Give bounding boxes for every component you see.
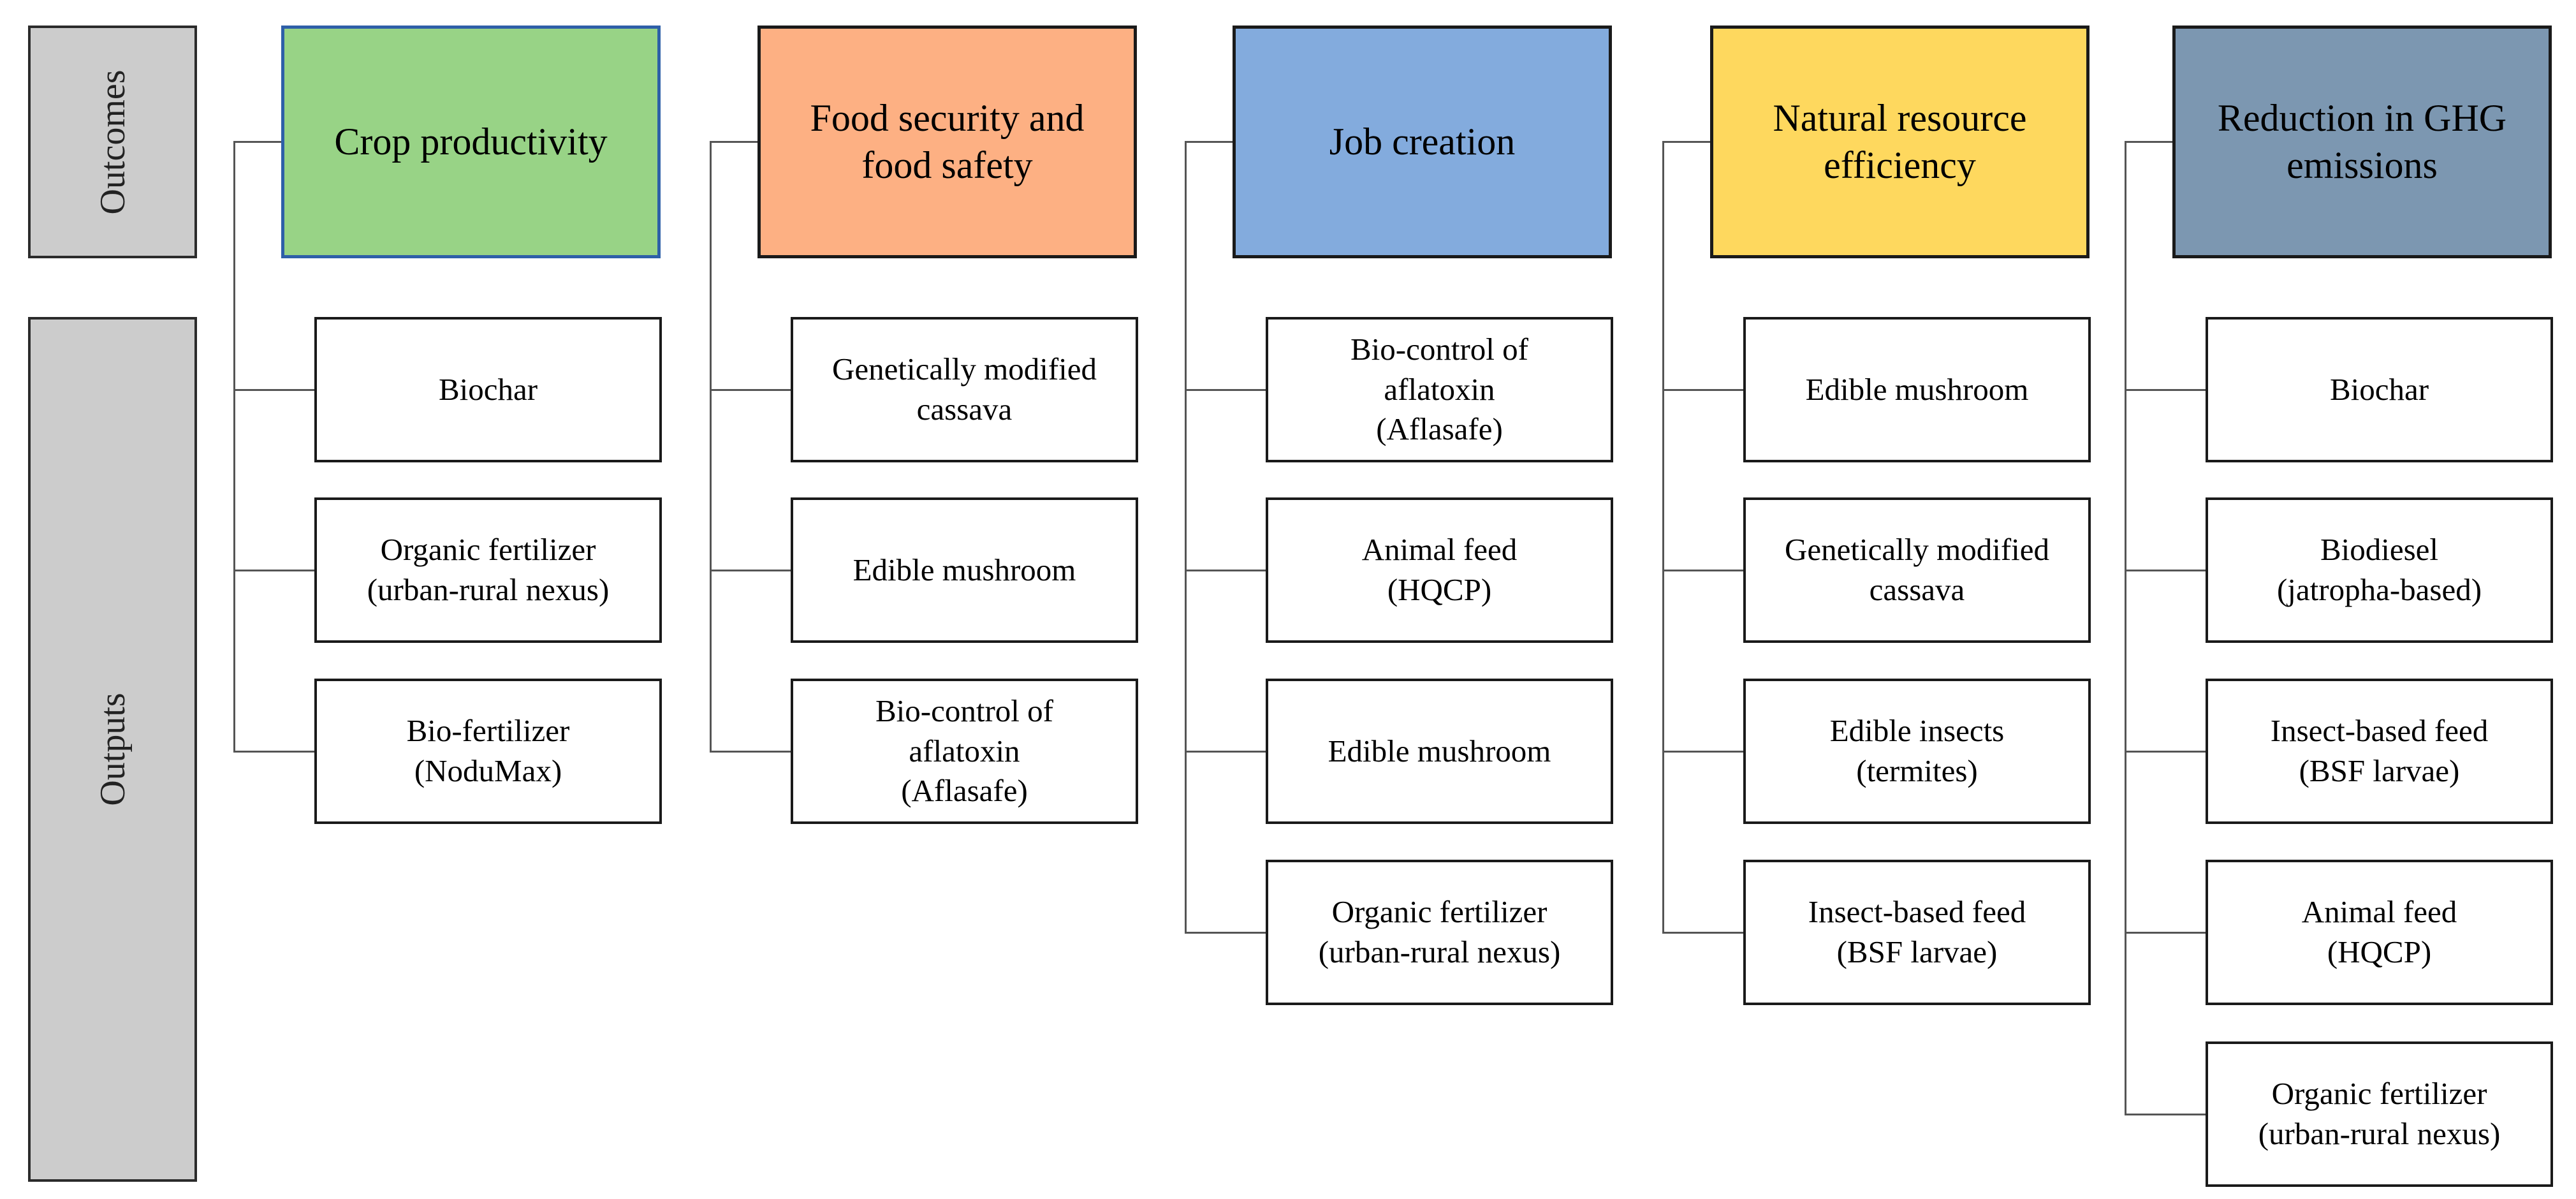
connector-branch [2125,141,2172,143]
output-box: Edible insects (termites) [1743,679,2091,824]
output-box: Edible mushroom [1743,317,2091,462]
connector-branch [710,389,791,391]
connector-branch [1185,932,1266,934]
outcome-box: Crop productivity [281,26,661,258]
connector-branch [1185,751,1266,753]
output-box: Bio-control of aflatoxin (Aflasafe) [791,679,1138,824]
connector-branch [1185,389,1266,391]
connector-branch [233,141,281,143]
output-box: Genetically modified cassava [791,317,1138,462]
output-label: Genetically modified cassava [832,351,1097,427]
output-box: Organic fertilizer (urban-rural nexus) [2206,1041,2553,1187]
output-label: Bio-control of aflatoxin (Aflasafe) [1350,331,1528,447]
outcome-title: Reduction in GHG emissions [2217,97,2507,186]
output-label: Edible mushroom [1805,371,2029,407]
connector-branch [2125,1114,2206,1115]
connector-spine [710,142,712,753]
connector-branch [2125,751,2206,753]
output-label: Biodiesel (jatropha-based) [2276,532,2482,607]
outcome-title: Job creation [1329,120,1516,163]
output-label: Edible mushroom [853,552,1076,587]
outcomes-side-label-box: Outcomes [28,26,197,258]
output-box: Biochar [314,317,662,462]
output-box: Insect-based feed (BSF larvae) [1743,860,2091,1005]
connector-branch [710,141,757,143]
output-box: Biochar [2206,317,2553,462]
outcome-box: Natural resource efficiency [1710,26,2089,258]
connector-branch [1662,751,1743,753]
output-label: Biochar [2329,371,2429,407]
output-label: Insect-based feed (BSF larvae) [1808,894,2026,969]
connector-spine [233,142,235,753]
output-box: Animal feed (HQCP) [1266,497,1613,643]
output-box: Organic fertilizer (urban-rural nexus) [1266,860,1613,1005]
output-box: Animal feed (HQCP) [2206,860,2553,1005]
connector-branch [2125,570,2206,571]
output-box: Genetically modified cassava [1743,497,2091,643]
output-label: Edible mushroom [1328,733,1551,769]
output-label: Animal feed (HQCP) [2301,894,2457,969]
connector-branch [2125,932,2206,934]
outcome-box: Job creation [1233,26,1612,258]
output-label: Bio-fertilizer (NoduMax) [406,713,570,788]
outcome-box: Food security and food safety [757,26,1137,258]
connector-branch [1662,932,1743,934]
connector-branch [1662,570,1743,571]
connector-branch [233,751,314,753]
connector-branch [710,751,791,753]
output-box: Organic fertilizer (urban-rural nexus) [314,497,662,643]
outcome-box: Reduction in GHG emissions [2172,26,2552,258]
output-label: Organic fertilizer (urban-rural nexus) [367,532,610,607]
output-label: Organic fertilizer (urban-rural nexus) [2258,1076,2501,1151]
output-label: Genetically modified cassava [1785,532,2049,607]
output-label: Organic fertilizer (urban-rural nexus) [1318,894,1561,969]
output-box: Bio-fertilizer (NoduMax) [314,679,662,824]
connector-branch [710,570,791,571]
outcome-title: Natural resource efficiency [1773,97,2027,186]
outcome-title: Food security and food safety [810,97,1085,186]
output-label: Biochar [438,371,538,407]
output-box: Edible mushroom [791,497,1138,643]
connector-branch [1662,141,1710,143]
output-label: Edible insects (termites) [1829,713,2005,788]
outputs-side-label: Outputs [92,693,133,806]
output-box: Bio-control of aflatoxin (Aflasafe) [1266,317,1613,462]
connector-spine [1185,142,1187,934]
outcome-title: Crop productivity [334,120,608,163]
connector-branch [2125,389,2206,391]
connector-branch [233,570,314,571]
connector-branch [1185,570,1266,571]
output-box: Edible mushroom [1266,679,1613,824]
output-box: Biodiesel (jatropha-based) [2206,497,2553,643]
output-label: Animal feed (HQCP) [1361,532,1518,607]
outcomes-side-label: Outcomes [92,69,133,215]
connector-branch [1185,141,1233,143]
output-label: Bio-control of aflatoxin (Aflasafe) [875,693,1053,809]
output-label: Insect-based feed (BSF larvae) [2270,713,2489,788]
connector-branch [233,389,314,391]
connector-spine [1662,142,1664,934]
connector-spine [2125,142,2126,1115]
outputs-side-label-box: Outputs [28,317,197,1182]
connector-branch [1662,389,1743,391]
output-box: Insect-based feed (BSF larvae) [2206,679,2553,824]
